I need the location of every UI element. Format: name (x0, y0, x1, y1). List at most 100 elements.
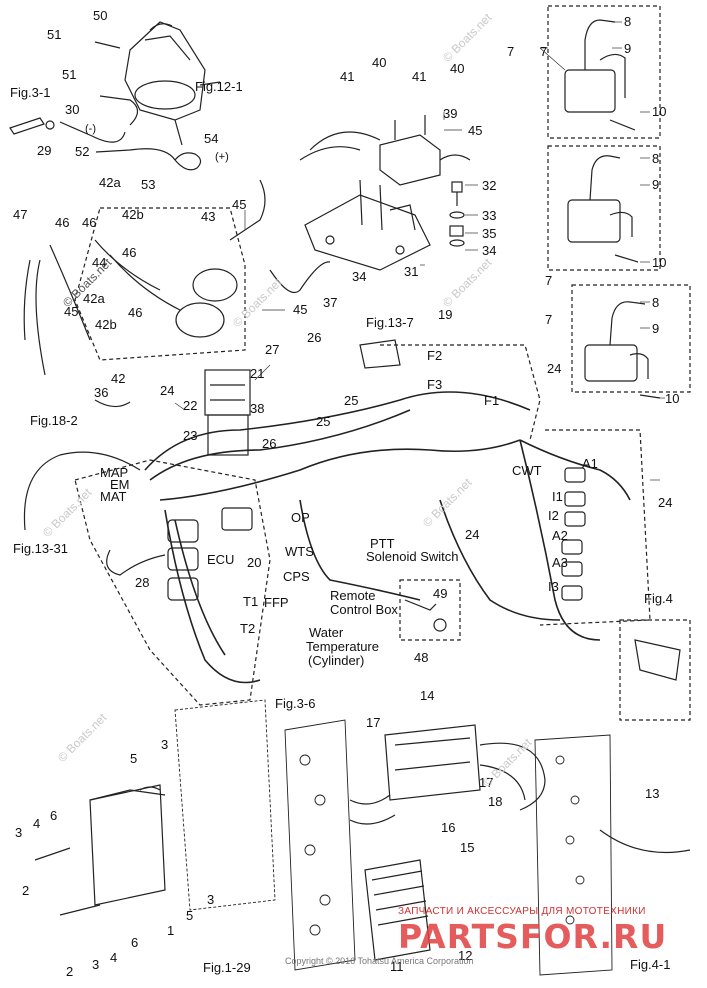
partsfor-branding: ЗАПЧАСТИ И АКСЕССУАРЫ ДЛЯ МОТОТЕХНИКИ PA… (398, 906, 698, 968)
callout-34: 34 (482, 243, 497, 258)
ignition-coil-top (547, 5, 661, 139)
callout-48: 48 (414, 650, 429, 665)
label-water-2: Temperature (306, 639, 379, 654)
callout-42: 42 (111, 371, 126, 386)
callout-22: 22 (183, 398, 198, 413)
callout-36: 36 (94, 385, 109, 400)
right-connectors (561, 467, 586, 601)
callout-17b: 17 (479, 775, 494, 790)
callout-32: 32 (482, 178, 497, 193)
callout-13: 13 (645, 786, 660, 801)
callout-7b: 7 (545, 273, 553, 288)
callout-35: 35 (482, 226, 497, 241)
callout-26b: 26 (262, 436, 277, 451)
callout-2b: 2 (66, 964, 74, 979)
callout-42b-b: 42b (95, 317, 117, 332)
label-ptt: PTT (370, 536, 395, 551)
rectifier-14 (349, 724, 546, 825)
callout-46: 46 (55, 215, 70, 230)
callout-51: 51 (47, 27, 62, 42)
callout-1: 1 (167, 923, 175, 938)
label-water-3: (Cylinder) (308, 653, 365, 668)
callout-38: 38 (250, 401, 265, 416)
callout-8: 8 (624, 14, 632, 29)
callout-12: 12 (458, 948, 473, 963)
callout-51b: 51 (62, 67, 77, 82)
callout-24d: 24 (465, 527, 480, 542)
bracket-31 (304, 179, 431, 271)
label-a2: A2 (552, 528, 568, 543)
figref-18-2: Fig.18-2 (30, 413, 78, 428)
callout-45c: 45 (64, 304, 79, 319)
callout-26: 26 (307, 330, 322, 345)
callout-3b: 3 (15, 825, 23, 840)
regulator-11 (364, 859, 431, 961)
branding-logo: PARTSFOR.RU (398, 917, 668, 956)
callout-7-main: 7 (507, 44, 515, 59)
callout-24c: 24 (658, 495, 673, 510)
callout-14: 14 (420, 688, 435, 703)
callout-16: 16 (441, 820, 456, 835)
sensor-28 (106, 549, 166, 576)
callout-30: 30 (65, 102, 80, 117)
callout-37: 37 (323, 295, 338, 310)
branding-tagline: ЗАПЧАСТИ И АКСЕССУАРЫ ДЛЯ МОТОТЕХНИКИ (398, 906, 646, 917)
callout-49: 49 (433, 586, 448, 601)
callout-46c: 46 (122, 245, 137, 260)
clip-36 (94, 399, 131, 408)
callout-5: 5 (130, 751, 138, 766)
callout-29: 29 (37, 143, 52, 158)
label-op: OP (291, 510, 310, 525)
callout-11: 11 (390, 959, 404, 974)
relay-assembly-39 (299, 115, 471, 186)
figref-13-31: Fig.13-31 (13, 541, 68, 556)
callout-2: 2 (22, 883, 30, 898)
callout-10: 10 (652, 104, 667, 119)
callout-34b: 34 (352, 269, 367, 284)
label-remote-1: Remote (330, 588, 376, 603)
callout-9b: 9 (652, 177, 660, 192)
callout-25: 25 (344, 393, 359, 408)
callout-4b: 4 (110, 950, 118, 965)
callout-20: 20 (247, 555, 262, 570)
label-plus: (+) (215, 151, 229, 163)
callout-42a-b: 42a (83, 291, 105, 306)
ecu-connectors (167, 507, 253, 601)
label-t2: T2 (240, 621, 256, 636)
callout-10c: 10 (665, 391, 680, 406)
callout-45: 45 (468, 123, 483, 138)
callout-17: 17 (366, 715, 381, 730)
label-wts: WTS (285, 544, 314, 559)
callout-18: 18 (488, 794, 503, 809)
callout-23: 23 (183, 428, 198, 443)
figref-3-6: Fig.3-6 (275, 696, 316, 711)
label-i2: I2 (548, 508, 559, 523)
callout-21: 21 (250, 366, 265, 381)
figref-1-29: Fig.1-29 (203, 960, 251, 975)
callout-40: 40 (372, 55, 387, 70)
callout-6: 6 (50, 808, 58, 823)
label-mat: MAT (100, 489, 127, 504)
callout-40b: 40 (450, 61, 465, 76)
callout-54: 54 (204, 131, 219, 146)
label-f2: F2 (427, 348, 443, 363)
callout-41: 41 (340, 69, 355, 84)
callout-41b: 41 (412, 69, 427, 84)
starter-motor (124, 21, 206, 146)
callout-8b: 8 (652, 151, 660, 166)
label-ffp: FFP (264, 595, 289, 610)
label-i3: I3 (548, 579, 559, 594)
callout-45b: 45 (232, 197, 247, 212)
figref-12-1: Fig.12-1 (195, 79, 243, 94)
callout-5b: 5 (186, 908, 194, 923)
callout-25b: 25 (316, 414, 331, 429)
callout-24: 24 (160, 383, 175, 398)
label-ecu: ECU (207, 552, 235, 567)
callout-3d: 3 (92, 957, 100, 972)
fuse-block (204, 369, 251, 456)
engine-block (174, 699, 613, 976)
callout-3: 3 (161, 737, 169, 752)
figref-4-1: Fig.4-1 (630, 957, 671, 972)
callout-8c: 8 (652, 295, 660, 310)
label-cwt: CWT (512, 463, 542, 478)
